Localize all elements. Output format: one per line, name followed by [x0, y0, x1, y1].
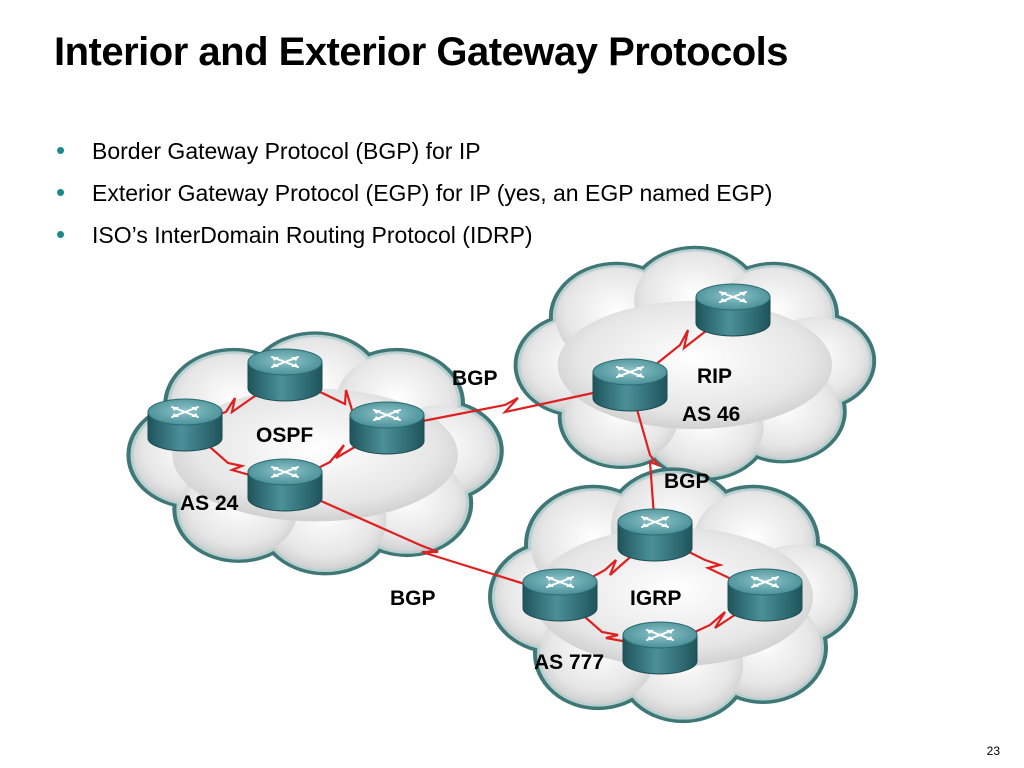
router-icon — [622, 621, 698, 675]
serial-link-icon — [629, 309, 734, 386]
ospf-label: OSPF — [256, 424, 313, 447]
bullet-dot-icon: • — [56, 219, 66, 249]
bullet-text: Border Gateway Protocol (BGP) for IP — [92, 138, 481, 164]
slide-title: Interior and Exterior Gateway Protocols — [54, 30, 789, 74]
bgp-label-as24-as46: BGP — [452, 367, 498, 390]
bullet-text: Exterior Gateway Protocol (EGP) for IP (… — [92, 180, 773, 206]
bullet-dot-icon: • — [56, 177, 66, 207]
igrp-label: IGRP — [630, 587, 681, 610]
bgp-label-as46-as777: BGP — [664, 470, 710, 493]
cloud-icon — [520, 251, 869, 475]
router-icon — [592, 358, 668, 412]
bullet-list: • Border Gateway Protocol (BGP) for IP • E… — [54, 135, 773, 264]
cloud-as46 — [520, 251, 869, 475]
router-icon — [522, 568, 598, 622]
bgp-label-as24-as777: BGP — [390, 587, 436, 610]
bullet-text: ISO’s InterDomain Routing Protocol (IDRP… — [92, 222, 533, 248]
router-icon — [695, 283, 771, 337]
as24-label: AS 24 — [180, 492, 239, 515]
as777-label: AS 777 — [534, 651, 604, 674]
bgp-link-as24-as46 — [386, 383, 631, 430]
bgp-link-as24-as777 — [284, 483, 561, 597]
router-icon — [727, 568, 803, 622]
router-icon — [247, 458, 323, 512]
router-icon — [617, 508, 693, 562]
bullet-item: • ISO’s InterDomain Routing Protocol (IDR… — [54, 219, 772, 264]
bullet-item: • Exterior Gateway Protocol (EGP) for IP … — [54, 177, 773, 222]
rip-label: RIP — [697, 365, 732, 388]
bullet-dot-icon: • — [56, 135, 66, 165]
bgp-link-as46-as777 — [628, 384, 662, 531]
router-icon — [147, 398, 223, 452]
bullet-item: • Border Gateway Protocol (BGP) for IP — [54, 135, 772, 180]
router-icon — [247, 348, 323, 402]
page-number: 23 — [986, 744, 1000, 758]
as46-label: AS 46 — [682, 403, 740, 426]
router-icon — [349, 401, 425, 455]
routers — [147, 283, 803, 675]
links — [184, 309, 766, 650]
